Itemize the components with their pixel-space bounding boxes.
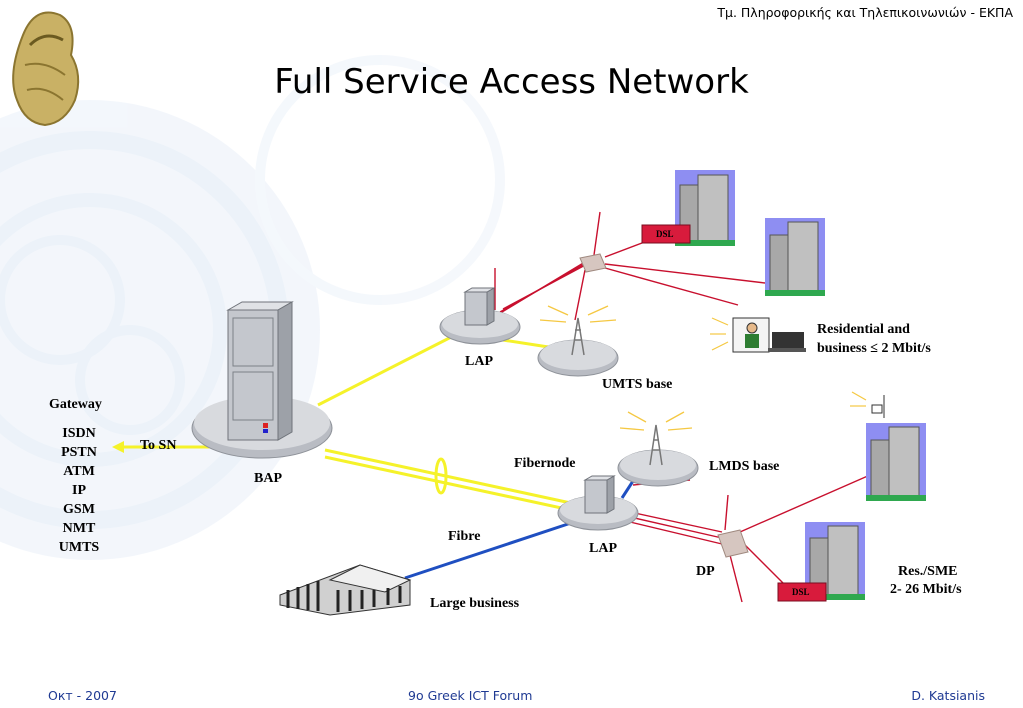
res-sme-label-line2: 2- 26 Mbit/s (890, 582, 962, 597)
residential-label-line1: Residential and (817, 322, 910, 337)
building-top-2 (765, 218, 825, 296)
umts-base-label: UMTS base (602, 377, 673, 392)
gateway-service: GSM (63, 502, 95, 517)
header-department: Τμ. Πληροφορικής και Τηλεπικοινωνιών - Ε… (717, 5, 1013, 20)
lap-top-label: LAP (465, 354, 493, 369)
gateway-service: NMT (62, 521, 96, 536)
gateway-service: ATM (63, 464, 95, 479)
fibernode-label: Fibernode (514, 456, 576, 471)
fibre-label: Fibre (448, 529, 481, 544)
gateway-service: ISDN (62, 426, 96, 441)
residential-user-icon (710, 317, 806, 353)
large-business-icon (279, 564, 412, 616)
athena-logo (12, 11, 80, 127)
fibre-bundle-ring (434, 457, 448, 495)
dp-bottom (717, 529, 749, 558)
gateway-service: IP (72, 483, 86, 498)
lap-top-node (439, 287, 521, 345)
lmds-base-node (617, 411, 699, 487)
gateway-services-list: ISDN PSTN ATM IP GSM NMT UMTS (48, 424, 110, 557)
umts-base-node (537, 305, 619, 377)
gateway-label: Gateway (49, 397, 102, 412)
gateway-service: PSTN (61, 445, 97, 460)
to-sn-arrowhead (112, 441, 124, 453)
large-business-label: Large business (430, 596, 520, 611)
building-right-1 (866, 423, 926, 501)
rooftop-antenna (850, 391, 885, 418)
slide-title: Full Service Access Network (274, 62, 749, 102)
dsl-bottom-label: DSL (792, 587, 810, 597)
dsl-box-top (641, 224, 691, 244)
lap-bottom-node (557, 475, 639, 531)
footer-author: D. Katsianis (911, 688, 985, 703)
footer-date: Окт - 2007 (48, 688, 117, 703)
footer-event: 9o Greek ICT Forum (408, 688, 533, 703)
to-sn-label: To SN (140, 438, 177, 453)
dsl-box-bottom (777, 582, 827, 602)
lap-bottom-label: LAP (589, 541, 617, 556)
residential-label-line2: business ≤ 2 Mbit/s (817, 341, 931, 356)
dsl-top-label: DSL (656, 229, 674, 239)
bap-node (191, 301, 333, 459)
dp-top (579, 253, 607, 273)
yellow-links (120, 328, 581, 514)
gateway-service: UMTS (58, 540, 100, 555)
res-sme-label-line1: Res./SME (898, 564, 958, 579)
bap-label: BAP (254, 471, 282, 486)
red-links-top (494, 211, 766, 321)
lmds-base-label: LMDS base (709, 459, 780, 474)
dp-label: DP (696, 564, 715, 579)
